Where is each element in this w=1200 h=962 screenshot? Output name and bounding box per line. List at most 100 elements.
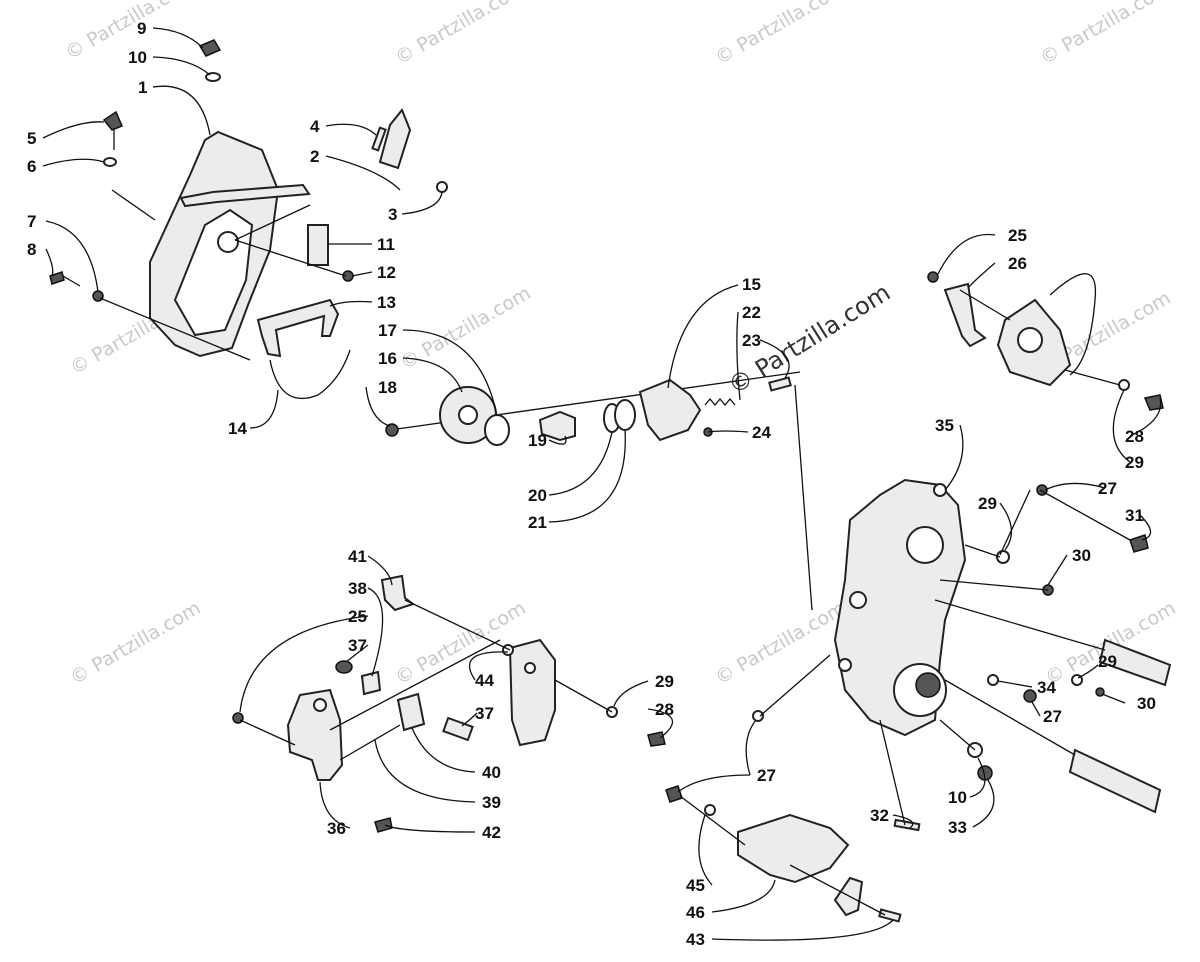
cap-screw (49, 271, 65, 285)
callout-26: 26 (1008, 254, 1027, 273)
detent-plate (307, 224, 329, 266)
leader-line (411, 727, 476, 773)
pump-assembly (385, 371, 813, 611)
callout-33: 33 (948, 818, 967, 837)
callout-29: 29 (655, 672, 674, 691)
callout-21: 21 (528, 513, 547, 532)
callout-30: 30 (1137, 694, 1156, 713)
callout-5: 5 (27, 129, 36, 148)
lower-housing (737, 813, 850, 884)
leader-line (548, 435, 567, 445)
leader-line (45, 220, 99, 293)
bearing-seal (915, 672, 941, 698)
leader-line (1101, 693, 1126, 704)
callout-20: 20 (528, 486, 547, 505)
leader-line (939, 579, 1049, 591)
callout-37: 37 (348, 636, 367, 655)
leader-line (374, 739, 476, 803)
bolt (1129, 534, 1149, 553)
callout-15: 15 (742, 275, 761, 294)
leader-line (1064, 369, 1121, 386)
callout-43: 43 (686, 930, 705, 949)
washer (704, 804, 716, 816)
callout-44: 44 (475, 671, 494, 690)
watermark: © Partzilla.com (392, 597, 530, 689)
upper-shaft (1098, 638, 1172, 687)
callout-7: 7 (27, 212, 36, 231)
leader-line (1039, 489, 1131, 541)
callout-41: 41 (348, 547, 367, 566)
watermark: © Partzilla.com (392, 0, 530, 69)
leader-line (384, 824, 476, 833)
housing-boss (838, 658, 852, 672)
housing-boss (849, 591, 867, 609)
leader-line (789, 864, 886, 916)
leader-line (997, 680, 1033, 688)
leader-line (707, 430, 749, 433)
guide-pin (380, 574, 416, 612)
leader-line (937, 233, 996, 275)
cover-seal (269, 349, 351, 400)
callout-4: 4 (310, 117, 320, 136)
leader-line (677, 774, 751, 793)
leader-line (325, 123, 377, 136)
puck (360, 670, 382, 696)
vent-plug (198, 39, 222, 57)
leader-line (554, 679, 613, 713)
callout-10: 10 (948, 788, 967, 807)
stud (893, 818, 921, 832)
flat-washer (502, 644, 514, 656)
callout-14: 14 (228, 419, 247, 438)
cap-screw (878, 908, 902, 923)
callout-28: 28 (1125, 427, 1144, 446)
leader-line (99, 297, 251, 361)
leader-line (934, 599, 1106, 651)
cover-hole (217, 231, 239, 253)
washer (103, 157, 117, 167)
callout-42: 42 (482, 823, 501, 842)
caliper-bore (313, 698, 327, 712)
callout-13: 13 (377, 293, 396, 312)
leader-line (239, 719, 296, 746)
callout-11: 11 (377, 235, 395, 254)
leader-line (944, 679, 1076, 756)
leader-line (339, 724, 401, 761)
watermark: © Partzilla.com (67, 597, 205, 689)
housing-boss (933, 483, 947, 497)
leader-line (1047, 554, 1068, 586)
callout-10: 10 (128, 48, 147, 67)
leader-line (959, 289, 1011, 321)
screw-shank (62, 275, 81, 287)
drain-plug (102, 110, 123, 131)
leader-line (1112, 389, 1131, 463)
caliper-body (286, 688, 344, 781)
lock-washer (92, 290, 104, 302)
leader-line (759, 654, 831, 717)
callout-9: 9 (137, 19, 146, 38)
callout-25: 25 (348, 607, 367, 626)
nut (232, 712, 244, 724)
leader-line (667, 284, 739, 389)
leader-line (647, 708, 674, 739)
leader-line (548, 429, 626, 523)
leader-line (1031, 701, 1041, 717)
bracket-hole (524, 662, 536, 674)
screw (1143, 394, 1164, 411)
leader-line (1129, 397, 1162, 437)
pump-housing (638, 378, 702, 442)
leader-line (999, 489, 1031, 556)
leader-line (892, 814, 914, 829)
leader-line (794, 384, 813, 611)
leader-line (345, 644, 369, 663)
flywheel-edge (1049, 273, 1097, 376)
watermark: © Partzilla.com (397, 282, 535, 374)
callout-16: 16 (378, 349, 397, 368)
callout-30: 30 (1072, 546, 1091, 565)
leader-line (365, 386, 391, 427)
callout-12: 12 (377, 263, 396, 282)
callout-17: 17 (378, 321, 397, 340)
shift-lever (378, 108, 412, 170)
leader-line (745, 719, 757, 776)
leader-line (329, 639, 501, 731)
pump-cover-hub (458, 405, 478, 425)
